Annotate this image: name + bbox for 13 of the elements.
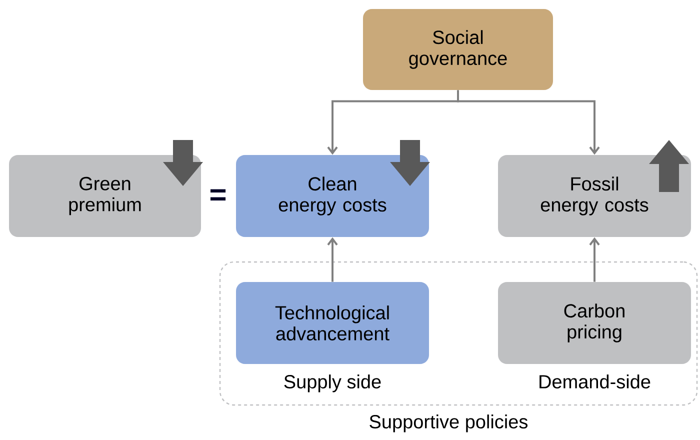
side-label: Supply side — [284, 374, 381, 392]
process-box: Technological advancement — [236, 282, 429, 364]
node-label: Supportive policies — [370, 414, 528, 432]
arrow — [589, 237, 600, 282]
process-box: Fossil energy costs — [498, 155, 691, 237]
process-box: Carbon pricing — [498, 282, 691, 364]
process-box: Clean energy costs — [236, 155, 429, 237]
equals-sign: = — [210, 189, 226, 201]
arrow — [327, 237, 338, 282]
process-box: Social governance — [363, 9, 553, 90]
process-box: Green premium — [9, 155, 201, 237]
arrow — [457, 90, 600, 155]
side-label: Demand-side — [540, 374, 650, 388]
